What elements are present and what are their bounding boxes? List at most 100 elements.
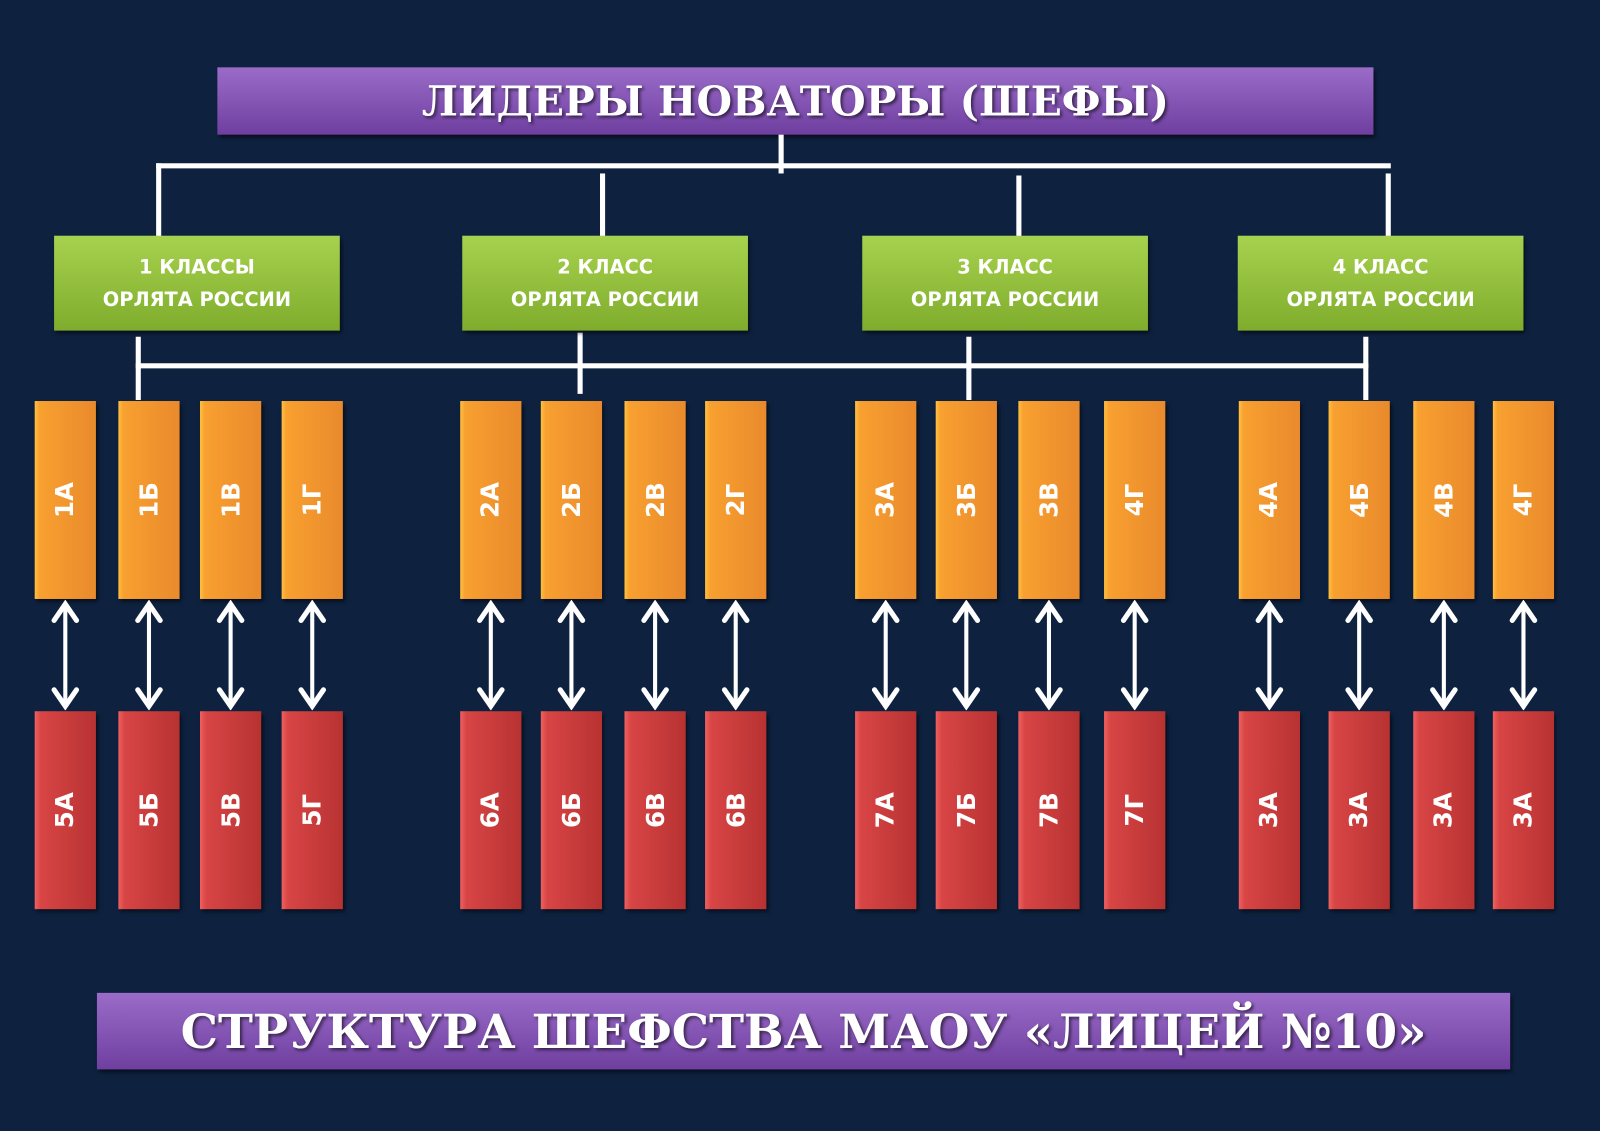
- leader-class-box: 3А: [855, 401, 917, 599]
- mentee-class-box: 3А: [1328, 711, 1390, 910]
- connector: [1016, 175, 1022, 239]
- connector: [966, 336, 972, 400]
- mentee-class-box: 5Г: [281, 711, 343, 910]
- double-arrow-icon: [871, 599, 900, 711]
- leader-class-box: 2В: [624, 401, 686, 599]
- double-arrow-icon: [952, 599, 981, 711]
- double-arrow-icon: [1120, 599, 1149, 711]
- class-label: 1Б: [134, 482, 164, 518]
- leader-class-box: 1А: [34, 401, 96, 599]
- class-label: 7Б: [952, 792, 981, 829]
- class-label: 4Г: [1509, 483, 1538, 517]
- leader-class-box: 4Г: [1492, 401, 1555, 599]
- class-label: 3А: [871, 481, 900, 518]
- double-arrow-icon: [51, 599, 80, 711]
- double-arrow-icon: [1345, 599, 1373, 711]
- leader-class-box: 4Б: [1328, 401, 1390, 599]
- class-label: 7В: [1034, 792, 1064, 829]
- leader-class-box: 4В: [1413, 401, 1475, 599]
- class-label: 1В: [216, 482, 245, 518]
- class-label: 4А: [1255, 481, 1284, 518]
- double-arrow-icon: [1509, 599, 1538, 711]
- class-label: 4Г: [1120, 483, 1149, 517]
- connector: [577, 332, 583, 394]
- leader-class-box: 4Г: [1104, 401, 1166, 599]
- double-arrow-icon: [477, 599, 505, 711]
- leader-class-box: 2Г: [705, 401, 767, 599]
- leader-class-box: 4А: [1238, 401, 1300, 599]
- connector: [599, 173, 606, 237]
- group-subtitle: ОРЛЯТА РОССИИ: [102, 288, 292, 311]
- mentee-class-box: 6В: [624, 711, 686, 910]
- mentee-class-box: 6Б: [540, 711, 603, 910]
- mentee-class-box: 3А: [1413, 711, 1475, 910]
- group-title: 3 КЛАСС: [957, 255, 1053, 279]
- class-label: 3Б: [952, 482, 981, 518]
- class-label: 7А: [871, 792, 900, 829]
- leader-class-box: 1Г: [281, 401, 343, 599]
- leader-class-box: 3В: [1018, 401, 1080, 599]
- class-label: 5Б: [134, 792, 164, 829]
- class-label: 3А: [1429, 792, 1459, 829]
- footer-text: СТРУКТУРА ШЕФСТВА МАОУ «ЛИЦЕЙ №10»: [180, 1003, 1427, 1059]
- mentee-class-box: 7В: [1018, 711, 1080, 910]
- connector: [1363, 336, 1369, 400]
- leader-class-box: 2А: [460, 401, 522, 599]
- group-box-2: 2 КЛАСС ОРЛЯТА РОССИИ: [462, 235, 748, 331]
- double-arrow-icon: [298, 599, 327, 711]
- class-label: 7Г: [1120, 793, 1149, 827]
- mentee-class-box: 5В: [199, 711, 262, 910]
- class-label: 3А: [1509, 792, 1538, 829]
- double-arrow-icon: [557, 599, 586, 711]
- connector: [156, 163, 162, 237]
- class-label: 6А: [476, 792, 506, 829]
- class-label: 6Б: [557, 792, 586, 829]
- class-label: 3А: [1255, 792, 1284, 829]
- double-arrow-icon: [1430, 599, 1458, 711]
- mentee-class-box: 3А: [1238, 711, 1300, 910]
- connector: [135, 363, 1369, 369]
- leader-class-box: 2Б: [540, 401, 603, 599]
- leader-class-box: 3Б: [935, 401, 997, 599]
- mentee-class-box: 3А: [1492, 711, 1555, 910]
- group-title: 4 КЛАСС: [1332, 255, 1429, 279]
- group-title: 1 КЛАССЫ: [139, 255, 255, 279]
- class-label: 2В: [640, 482, 670, 518]
- class-label: 1Г: [297, 483, 327, 517]
- mentee-class-box: 7А: [855, 711, 917, 910]
- title-banner: ЛИДЕРЫ НОВАТОРЫ (ШЕФЫ): [217, 67, 1374, 135]
- mentee-class-box: 7Г: [1104, 711, 1166, 910]
- double-arrow-icon: [641, 599, 669, 711]
- class-label: 2А: [476, 481, 506, 518]
- title-text: ЛИДЕРЫ НОВАТОРЫ (ШЕФЫ): [421, 77, 1169, 125]
- leader-class-box: 1В: [199, 401, 262, 599]
- double-arrow-icon: [1255, 599, 1284, 711]
- mentee-class-box: 5Б: [118, 711, 180, 910]
- mentee-class-box: 6А: [460, 711, 522, 910]
- group-title: 2 КЛАСС: [557, 255, 653, 279]
- class-label: 1А: [51, 481, 80, 518]
- leader-class-box: 1Б: [118, 401, 180, 599]
- group-subtitle: ОРЛЯТА РОССИИ: [1286, 288, 1475, 311]
- group-box-3: 3 КЛАСС ОРЛЯТА РОССИИ: [862, 235, 1148, 331]
- footer-banner: СТРУКТУРА ШЕФСТВА МАОУ «ЛИЦЕЙ №10»: [96, 992, 1511, 1070]
- connector: [135, 336, 141, 400]
- connector: [778, 134, 784, 174]
- double-arrow-icon: [135, 599, 163, 711]
- double-arrow-icon: [1035, 599, 1063, 711]
- class-label: 2Г: [721, 483, 750, 517]
- class-label: 6В: [640, 792, 670, 829]
- mentee-class-box: 5А: [34, 711, 96, 910]
- group-subtitle: ОРЛЯТА РОССИИ: [910, 288, 1100, 311]
- mentee-class-box: 7Б: [935, 711, 997, 910]
- double-arrow-icon: [721, 599, 750, 711]
- class-label: 5А: [51, 792, 80, 829]
- class-label: 6В: [721, 792, 750, 829]
- class-label: 2Б: [557, 482, 586, 518]
- group-box-1: 1 КЛАССЫ ОРЛЯТА РОССИИ: [54, 235, 340, 331]
- mentee-class-box: 6В: [705, 711, 767, 910]
- connector: [156, 163, 1391, 169]
- class-label: 5Г: [297, 793, 327, 827]
- class-label: 3А: [1344, 792, 1374, 829]
